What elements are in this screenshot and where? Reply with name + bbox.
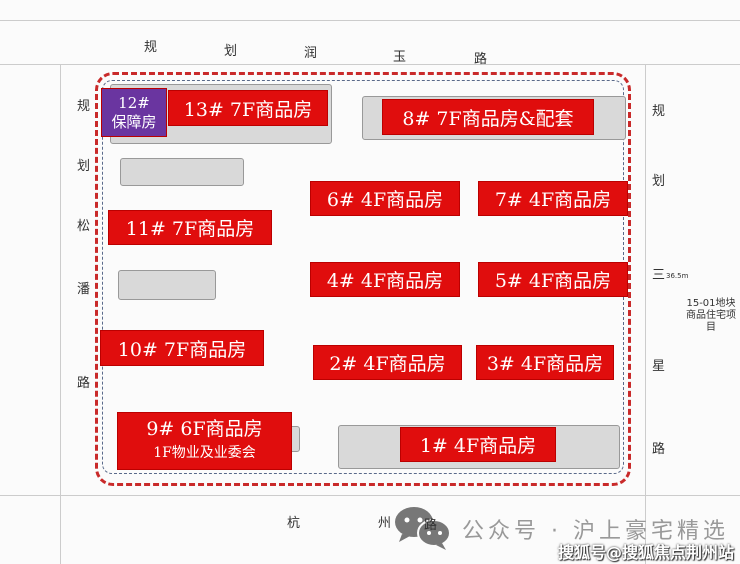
road-char: 三: [652, 268, 666, 283]
road-edge: [0, 64, 740, 65]
road-char: 划: [652, 174, 666, 189]
building-1-label[interactable]: 1# 4F商品房: [400, 427, 556, 462]
watermark-text: 公众号 · 沪上豪宅精选: [462, 519, 729, 544]
road-edge: [645, 64, 646, 564]
source-watermark: 搜狐号@搜狐焦点荆州站: [558, 543, 735, 562]
building-12-label[interactable]: 12# 保障房: [101, 88, 167, 137]
adjacent-plot-note: 15-01地块 商品住宅项目: [682, 298, 740, 334]
building-11-label[interactable]: 11# 7F商品房: [108, 210, 272, 245]
building-6-label[interactable]: 6# 4F商品房: [310, 181, 460, 216]
site-boundary: [95, 72, 631, 486]
road-char: 路: [424, 518, 438, 533]
road-char: 潘: [77, 282, 91, 297]
road-char: 州: [378, 516, 392, 531]
building-footprint: [120, 158, 244, 186]
road-char: 路: [77, 376, 91, 391]
road-char: 划: [77, 159, 91, 174]
road-edge: [0, 495, 740, 496]
road-char: 星: [652, 359, 666, 374]
road-char: 润: [304, 46, 318, 61]
road-width: 36.5m: [666, 272, 689, 280]
building-title: 9# 6F商品房: [146, 418, 263, 440]
road-char: 玉: [393, 50, 407, 65]
building-2-label[interactable]: 2# 4F商品房: [313, 345, 462, 380]
note-line: 15-01地块: [686, 298, 736, 309]
road-char: 松: [77, 219, 91, 234]
building-9-label[interactable]: 9# 6F商品房 1F物业及业委会: [117, 412, 292, 470]
road-char: 规: [77, 99, 91, 114]
building-4-label[interactable]: 4# 4F商品房: [310, 262, 460, 297]
building-5-label[interactable]: 5# 4F商品房: [478, 262, 628, 297]
road-char: 规: [144, 40, 158, 55]
note-line: 商品住宅项目: [686, 310, 736, 333]
building-13-label[interactable]: 13# 7F商品房: [168, 90, 328, 126]
road-edge: [0, 20, 740, 21]
building-number: 12#: [118, 93, 150, 112]
building-subtitle: 1F物业及业委会: [153, 445, 256, 461]
building-7-label[interactable]: 7# 4F商品房: [478, 181, 628, 216]
road-edge: [60, 64, 61, 564]
road-char: 路: [474, 52, 488, 67]
building-10-label[interactable]: 10# 7F商品房: [100, 330, 264, 366]
building-footprint: [118, 270, 216, 300]
building-8-label[interactable]: 8# 7F商品房&配套: [382, 99, 594, 135]
building-3-label[interactable]: 3# 4F商品房: [476, 345, 614, 380]
road-char: 规: [652, 104, 666, 119]
road-char: 划: [224, 44, 238, 59]
wechat-icon: [395, 507, 451, 550]
road-char: 杭: [287, 516, 301, 531]
road-char: 路: [652, 442, 666, 457]
building-type: 保障房: [111, 112, 157, 131]
